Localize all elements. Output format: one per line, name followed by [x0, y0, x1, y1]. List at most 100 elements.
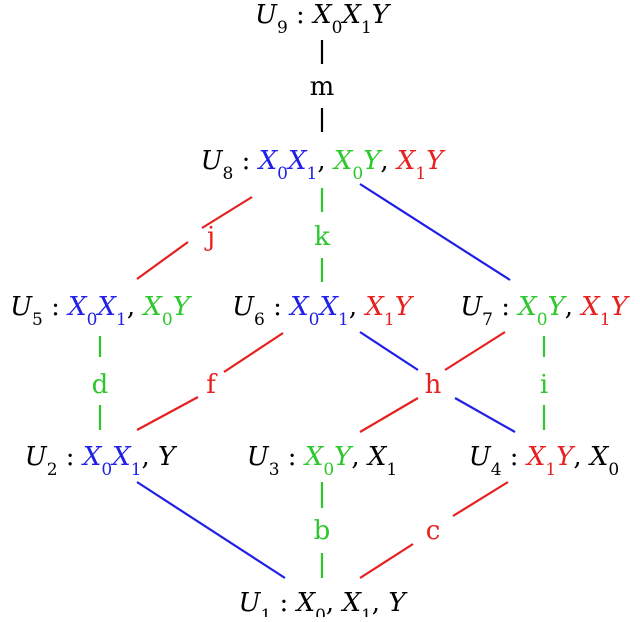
node-subscript: 5	[32, 310, 43, 330]
variable: X	[66, 292, 88, 322]
variable-subscript: 1	[361, 606, 372, 617]
edge-label: k	[314, 222, 330, 252]
variable: X	[340, 0, 362, 30]
variable: X	[303, 442, 325, 472]
node-subscript: 1	[260, 606, 271, 617]
variable-subscript: 1	[384, 310, 395, 330]
variable-subscript: 1	[338, 310, 349, 330]
edge-line	[454, 397, 516, 433]
node-name: U	[10, 292, 33, 322]
edge-u4-u1: c	[359, 481, 509, 579]
node-name: U	[239, 588, 262, 617]
variable-subscript: 1	[131, 460, 142, 480]
variable: Y	[363, 146, 383, 176]
edge-label: h	[425, 370, 442, 400]
edge-u8-u6: k	[314, 188, 330, 282]
edge-line	[136, 241, 189, 280]
node-name: U	[460, 292, 483, 322]
variable-subscript: 1	[306, 164, 317, 184]
edge-line	[359, 397, 419, 433]
variable: X	[363, 292, 385, 322]
variable-subscript: 0	[309, 310, 320, 330]
edge-line	[136, 481, 286, 579]
variable: X	[110, 442, 132, 472]
edge-label: f	[206, 370, 218, 400]
edge-label: i	[540, 370, 548, 400]
variable-subscript: 0	[87, 310, 98, 330]
edge-line	[223, 332, 284, 373]
variable: X	[340, 588, 362, 617]
variable-subscript: 0	[315, 606, 326, 617]
variable: X	[81, 442, 103, 472]
node-u2: U2 : X0X1, Y	[25, 442, 178, 480]
variable: X	[579, 292, 601, 322]
node-subscript: 4	[491, 460, 502, 480]
node-name: U	[255, 0, 278, 30]
node-name: U	[469, 442, 492, 472]
variable: X	[318, 292, 340, 322]
node-u7: U7 : X0Y, X1Y	[460, 292, 630, 330]
variable: Y	[611, 292, 631, 322]
edge-label: d	[92, 370, 109, 400]
variable: X	[525, 442, 547, 472]
variable: Y	[388, 588, 408, 617]
edge-line	[444, 331, 506, 371]
node-u8: U8 : X0X1, X0Y, X1Y	[201, 146, 447, 184]
edge-u7-u4: i	[540, 336, 548, 430]
variable: Y	[548, 292, 568, 322]
node-subscript: 8	[223, 164, 234, 184]
variable-subscript: 0	[332, 18, 343, 38]
variable: X	[395, 146, 417, 176]
node-u3: U3 : X0Y, X1	[247, 442, 397, 480]
variable-subscript: 1	[600, 310, 611, 330]
edge-label: b	[314, 516, 331, 546]
variable: X	[366, 442, 388, 472]
variable: Y	[426, 146, 446, 176]
edge-u6-u2: f	[136, 332, 284, 431]
variable: X	[141, 292, 163, 322]
variable: X	[96, 292, 118, 322]
node-name: U	[247, 442, 270, 472]
variable: Y	[158, 442, 178, 472]
edge-line	[136, 396, 199, 431]
variable: X	[311, 0, 333, 30]
variable-subscript: 0	[162, 310, 173, 330]
edge-u3-u1: b	[314, 482, 331, 578]
variable-subscript: 0	[277, 164, 288, 184]
variable-subscript: 0	[101, 460, 112, 480]
edge-u8-u7	[359, 183, 511, 281]
variable: X	[286, 146, 308, 176]
variable: Y	[556, 442, 576, 472]
variable: Y	[395, 292, 415, 322]
variable-subscript: 1	[116, 310, 127, 330]
variable: X	[332, 146, 354, 176]
edge-label: m	[310, 72, 335, 102]
edge-u5-u2: d	[92, 336, 109, 430]
variable-subscript: 1	[386, 460, 397, 480]
edge-line	[452, 481, 509, 517]
node-u1: U1 : X0, X1, Y	[239, 588, 409, 617]
edge-u7-u3: h	[359, 331, 506, 433]
variable-subscript: 0	[537, 310, 548, 330]
variable-subscript: 0	[323, 460, 334, 480]
variable-subscript: 1	[545, 460, 556, 480]
variable: X	[295, 588, 317, 617]
node-subscript: 6	[254, 310, 265, 330]
node-subscript: 7	[482, 310, 493, 330]
variable: X	[288, 292, 310, 322]
node-subscript: 3	[269, 460, 280, 480]
edge-line	[201, 196, 253, 229]
variable-subscript: 1	[415, 164, 426, 184]
edge-label: c	[426, 516, 441, 546]
node-subscript: 2	[47, 460, 58, 480]
edge-u2-u1	[136, 481, 286, 579]
variable: X	[516, 292, 538, 322]
edge-line	[359, 331, 419, 371]
edge-line	[359, 543, 414, 579]
variable-subscript: 0	[352, 164, 363, 184]
variable: Y	[372, 0, 392, 30]
node-name: U	[25, 442, 48, 472]
node-name: U	[201, 146, 224, 176]
